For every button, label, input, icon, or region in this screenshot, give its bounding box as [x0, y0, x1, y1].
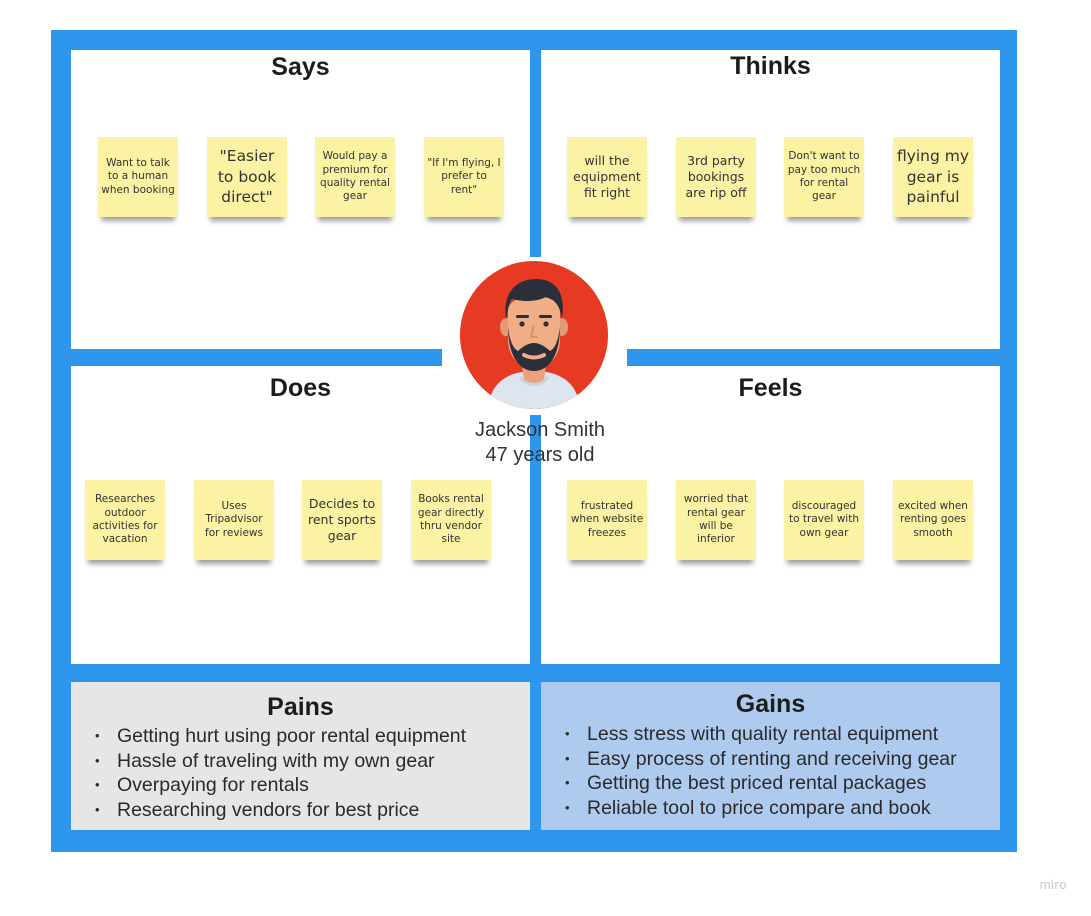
pains-item: Getting hurt using poor rental equipment: [71, 724, 530, 749]
does-panel: Does Researches outdoor activities for v…: [71, 366, 530, 664]
sticky-note[interactable]: frustrated when website freezes: [567, 480, 647, 560]
sticky-note[interactable]: 3rd party bookings are rip off: [676, 137, 756, 217]
gains-item: Getting the best priced rental packages: [541, 771, 1000, 796]
pains-item: Researching vendors for best price: [71, 798, 530, 823]
gains-list: Less stress with quality rental equipmen…: [541, 722, 1000, 820]
sticky-note[interactable]: "Easier to book direct": [207, 137, 287, 217]
gains-item: Reliable tool to price compare and book: [541, 796, 1000, 821]
sticky-note[interactable]: Researches outdoor activities for vacati…: [85, 480, 165, 560]
persona-avatar-container: [442, 257, 627, 415]
sticky-note[interactable]: Decides to rent sports gear: [302, 480, 382, 560]
avatar-illustration: [460, 261, 608, 409]
sticky-note[interactable]: Want to talk to a human when booking: [98, 137, 178, 217]
sticky-note[interactable]: Don't want to pay too much for rental ge…: [784, 137, 864, 217]
persona-age: 47 years old: [485, 444, 595, 466]
sticky-note[interactable]: flying my gear is painful: [893, 137, 973, 217]
sticky-note[interactable]: Uses Tripadvisor for reviews: [194, 480, 274, 560]
brand-logo: miro: [1039, 877, 1067, 892]
says-title: Says: [271, 53, 330, 81]
pains-title: Pains: [267, 693, 334, 721]
avatar[interactable]: [460, 261, 608, 409]
sticky-note[interactable]: Books rental gear directly thru vendor s…: [411, 480, 491, 560]
sticky-note[interactable]: discouraged to travel with own gear: [784, 480, 864, 560]
feels-panel: Feels frustrated when website freezes wo…: [541, 366, 1000, 664]
gains-panel: Gains Less stress with quality rental eq…: [541, 682, 1000, 830]
pains-list: Getting hurt using poor rental equipment…: [71, 724, 530, 822]
gains-title: Gains: [735, 690, 806, 718]
says-panel: Says Want to talk to a human when bookin…: [71, 50, 530, 349]
sticky-note[interactable]: excited when renting goes smooth: [893, 480, 973, 560]
sticky-note[interactable]: Would pay a premium for quality rental g…: [315, 137, 395, 217]
empathy-map-board: Says Want to talk to a human when bookin…: [51, 30, 1017, 852]
pains-panel: Pains Getting hurt using poor rental equ…: [71, 682, 530, 830]
persona-name: Jackson Smith: [474, 419, 606, 441]
gains-item: Less stress with quality rental equipmen…: [541, 722, 1000, 747]
sticky-note[interactable]: "If I'm flying, I prefer to rent": [424, 137, 504, 217]
pains-item: Hassle of traveling with my own gear: [71, 749, 530, 774]
sticky-note[interactable]: will the equipment fit right: [567, 137, 647, 217]
gains-item: Easy process of renting and receiving ge…: [541, 747, 1000, 772]
thinks-title: Thinks: [730, 52, 811, 80]
sticky-note[interactable]: worried that rental gear will be inferio…: [676, 480, 756, 560]
does-title: Does: [269, 374, 332, 402]
pains-item: Overpaying for rentals: [71, 773, 530, 798]
feels-title: Feels: [738, 374, 803, 402]
